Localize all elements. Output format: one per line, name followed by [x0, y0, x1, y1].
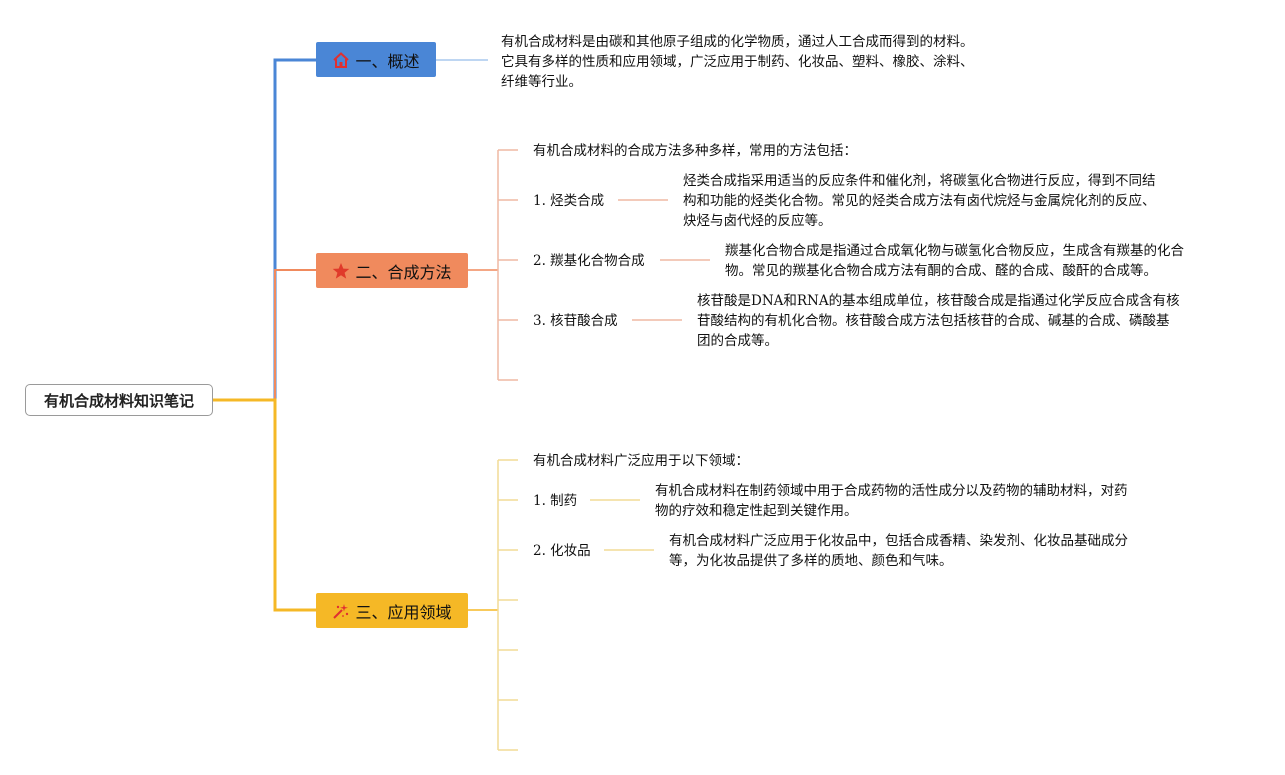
hydrocarbon-text: 烃类合成指采用适当的反应条件和催化剂，将碳氢化合物进行反应，得到不同结 构和功能… — [683, 173, 1156, 229]
root-label: 有机合成材料知识笔记 — [43, 391, 194, 410]
branch-overview[interactable]: 一、概述 — [316, 42, 436, 77]
synthesis-intro: 有机合成材料的合成方法多种多样，常用的方法包括： — [533, 143, 857, 159]
applications-intro: 有机合成材料广泛应用于以下领域： — [533, 453, 749, 469]
home-icon — [332, 51, 350, 69]
sub-topic-pharma[interactable]: 1. 制药 — [533, 493, 578, 509]
nucleotide-text: 核苷酸是DNA和RNA的基本组成单位，核苷酸合成是指通过化学反应合成含有核 苷酸… — [697, 293, 1180, 349]
star-icon — [332, 262, 350, 280]
branch-label: 二、合成方法 — [355, 262, 452, 282]
branch-synthesis-methods[interactable]: 二、合成方法 — [316, 253, 468, 288]
cosmetics-text: 有机合成材料广泛应用于化妆品中，包括合成香精、染发剂、化妆品基础成分 等，为化妆… — [669, 533, 1128, 569]
branch-label: 一、概述 — [355, 51, 420, 71]
sub-topic-nucleotide[interactable]: 3. 核苷酸合成 — [533, 313, 618, 329]
carbonyl-text: 羰基化合物合成是指通过合成氧化物与碳氢化合物反应，生成含有羰基的化合 物。常见的… — [725, 243, 1184, 279]
pharma-text: 有机合成材料在制药领域中用于合成药物的活性成分以及药物的辅助材料，对药 物的疗效… — [655, 483, 1128, 519]
branch-label: 三、应用领域 — [355, 602, 452, 622]
branch-applications[interactable]: 三、应用领域 — [316, 593, 468, 628]
root-node[interactable]: 有机合成材料知识笔记 — [25, 384, 213, 416]
overview-text: 有机合成材料是由碳和其他原子组成的化学物质，通过人工合成而得到的材料。 它具有多… — [501, 34, 974, 90]
sub-topic-hydrocarbon[interactable]: 1. 烃类合成 — [533, 193, 605, 209]
sparkle-icon — [332, 602, 350, 620]
sub-topic-carbonyl[interactable]: 2. 羰基化合物合成 — [533, 253, 645, 269]
sub-topic-cosmetics[interactable]: 2. 化妆品 — [533, 543, 591, 559]
